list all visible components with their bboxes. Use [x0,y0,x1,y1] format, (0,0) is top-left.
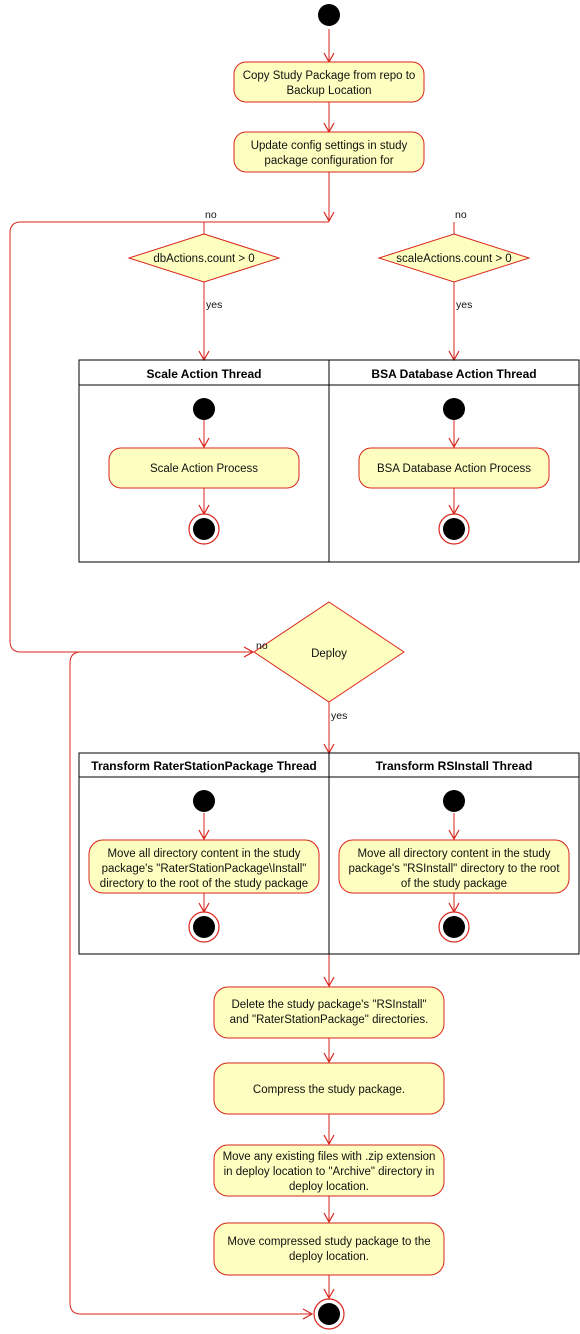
edge-label-no-right: no [455,209,467,221]
edge-label-no-deploy: no [256,640,268,652]
action-scale-process: Scale Action Process [108,447,300,489]
decision-db-actions-label: dbActions.count > 0 [153,253,254,265]
action-copy-package-line-2: Backup Location [286,85,371,97]
action-delete-dirs: Delete the study package's "RSInstall" a… [213,986,445,1039]
edge-label-yes-db: yes [206,299,222,311]
action-archive-zip: Move any existing files with .zip extens… [213,1144,445,1197]
action-bsa-process-line-1: BSA Database Action Process [377,463,531,475]
edge-label-no-left: no [205,209,217,221]
decision-deploy-label: Deploy [311,648,347,660]
action-archive-zip-line-3: deploy location. [289,1181,369,1193]
action-compress-line-1: Compress the study package. [253,1084,405,1096]
action-move-compressed-line-2: deploy location. [289,1251,369,1263]
action-move-rsp: Move all directory content in the study … [88,839,320,894]
decision-db-actions: dbActions.count > 0 [127,233,281,283]
rsp-start-node [193,790,215,812]
action-move-rsinstall-line-3: of the study package [401,878,507,890]
start-node [318,4,340,26]
action-bsa-process: BSA Database Action Process [358,447,550,489]
action-update-config-line-2: package configuration for [264,155,393,167]
bsa-end-node [438,513,470,545]
action-update-config-line-1: Update config settings in study [251,140,408,152]
rsp-end-node [188,911,220,943]
decision-deploy: Deploy [253,601,405,703]
edge-label-yes-deploy: yes [331,710,347,722]
final-node [313,1298,345,1330]
action-update-config: Update config settings in study package … [233,131,425,173]
action-move-compressed: Move compressed study package to the dep… [213,1222,445,1276]
edge-no-to-deploy [9,221,329,652]
swimlane-transform-rsinstall-title: Transform RSInstall Thread [376,759,533,773]
action-delete-dirs-line-2: and "RaterStationPackage" directories. [230,1014,429,1026]
action-archive-zip-line-1: Move any existing files with .zip extens… [223,1151,436,1163]
action-scale-process-line-1: Scale Action Process [150,463,258,475]
swimlane-scale-title: Scale Action Thread [147,367,262,381]
action-move-rsp-line-3: directory to the root of the study packa… [100,878,308,890]
swimlane-transform-rsp-title: Transform RaterStationPackage Thread [91,759,316,773]
swimlane-group-2: Transform RaterStationPackage Thread Tra… [78,752,580,955]
action-copy-package-line-1: Copy Study Package from repo to [243,70,416,82]
bsa-start-node [443,398,465,420]
action-move-rsinstall-line-2: package's "RSInstall" directory to the r… [348,863,560,875]
action-move-compressed-line-1: Move compressed study package to the [227,1236,430,1248]
connectors [9,29,460,1320]
swimlane-bsa-title: BSA Database Action Thread [371,367,536,381]
swimlane-group-1: Scale Action Thread BSA Database Action … [78,359,580,563]
action-compress: Compress the study package. [213,1062,445,1115]
action-move-rsinstall: Move all directory content in the study … [338,839,570,894]
action-delete-dirs-line-1: Delete the study package's "RSInstall" [231,999,426,1011]
action-move-rsp-line-1: Move all directory content in the study [107,848,300,860]
action-move-rsp-line-2: package's "RaterStationPackage\Install" [102,863,307,875]
action-copy-package: Copy Study Package from repo to Backup L… [233,61,425,103]
edge-deploy-no-to-end [69,651,314,1320]
decision-scale-actions-label: scaleActions.count > 0 [396,253,511,265]
edge-label-yes-scale: yes [456,299,472,311]
action-archive-zip-line-2: in deploy location to "Archive" director… [224,1166,435,1178]
scale-start-node [193,398,215,420]
action-move-rsinstall-line-1: Move all directory content in the study [357,848,550,860]
decision-scale-actions: scaleActions.count > 0 [377,233,531,283]
scale-end-node [188,513,220,545]
rsinstall-start-node [443,790,465,812]
rsinstall-end-node [438,911,470,943]
